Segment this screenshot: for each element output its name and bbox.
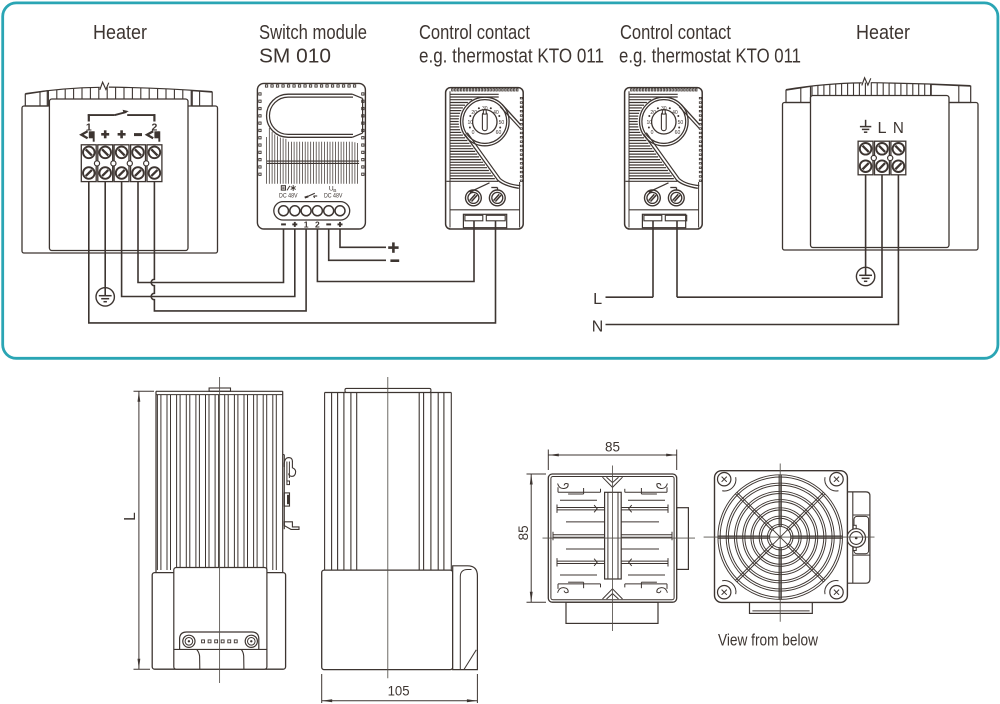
svg-text:e.g. thermostat KTO 011: e.g. thermostat KTO 011 xyxy=(619,46,801,68)
svg-text:10: 10 xyxy=(646,120,652,126)
svg-text:40: 40 xyxy=(672,110,678,116)
svg-text:40: 40 xyxy=(493,110,499,116)
svg-text:Switch module: Switch module xyxy=(259,22,367,44)
svg-text:2: 2 xyxy=(151,121,157,133)
svg-text:2: 2 xyxy=(315,220,320,230)
svg-text:B: B xyxy=(333,188,336,194)
svg-text:1: 1 xyxy=(304,220,309,230)
svg-text:10: 10 xyxy=(467,120,473,126)
svg-text:30: 30 xyxy=(482,106,488,112)
svg-text:L: L xyxy=(593,291,602,308)
svg-text:85: 85 xyxy=(605,439,620,454)
svg-text:DC 48V: DC 48V xyxy=(324,193,343,200)
svg-text:20: 20 xyxy=(650,110,656,116)
svg-text:60: 60 xyxy=(496,130,502,136)
svg-text:Control contact: Control contact xyxy=(419,22,530,44)
svg-text:Heater: Heater xyxy=(856,22,910,44)
svg-text:1: 1 xyxy=(86,121,92,133)
svg-text:View from below: View from below xyxy=(718,631,819,650)
svg-text:DC 48V: DC 48V xyxy=(279,193,298,200)
svg-text:85: 85 xyxy=(516,525,531,540)
svg-text:N: N xyxy=(592,318,604,335)
svg-text:60: 60 xyxy=(675,130,681,136)
svg-text:N: N xyxy=(893,120,904,137)
svg-text:e.g. thermostat KTO 011: e.g. thermostat KTO 011 xyxy=(419,46,604,68)
svg-text:20: 20 xyxy=(471,110,477,116)
svg-text:0: 0 xyxy=(472,130,475,136)
svg-text:30: 30 xyxy=(661,106,667,112)
svg-text:50: 50 xyxy=(678,120,684,126)
svg-text:50: 50 xyxy=(499,120,505,126)
svg-text:Heater: Heater xyxy=(93,22,147,44)
svg-text:U: U xyxy=(329,185,334,192)
svg-text:0: 0 xyxy=(651,130,654,136)
svg-text:105: 105 xyxy=(388,683,410,698)
svg-text:L: L xyxy=(878,120,887,137)
svg-text:L: L xyxy=(122,512,139,521)
svg-text:SM 010: SM 010 xyxy=(259,46,331,68)
svg-text:Control contact: Control contact xyxy=(620,22,731,44)
